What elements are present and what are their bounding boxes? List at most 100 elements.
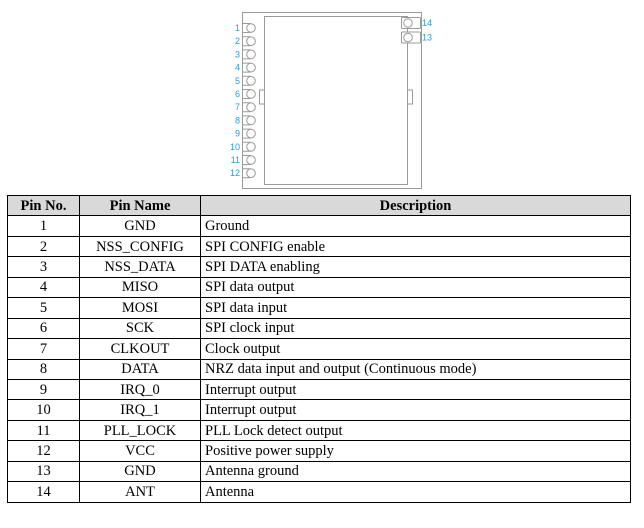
pin-number-cell: 14	[7, 481, 80, 503]
pin-description-cell: Interrupt output	[200, 378, 631, 401]
pin-number-cell: 5	[7, 297, 80, 319]
pin-pad	[246, 155, 256, 165]
pin-pad	[246, 62, 256, 73]
pin-number-cell: 12	[7, 440, 80, 462]
pin-pad	[246, 36, 256, 47]
pin-label: 14	[422, 18, 432, 28]
pin-name-cell: ANT	[79, 481, 201, 503]
pin-description-cell: PLL Lock detect output	[200, 419, 631, 442]
header-pin-no: Pin No.	[7, 194, 80, 217]
pin-label: 5	[235, 76, 240, 86]
pin-name-cell: NSS_DATA	[79, 256, 201, 278]
pin-pad	[246, 76, 256, 86]
pin-pad	[403, 18, 413, 28]
pin-number-cell: 6	[7, 317, 80, 340]
pin-pad	[246, 23, 256, 33]
right-pin: 14	[401, 17, 432, 29]
pin-name-cell: GND	[79, 215, 201, 237]
left-pin: 3	[235, 49, 256, 60]
pin-number-cell: 4	[7, 276, 80, 299]
pin-name-cell: SCK	[79, 317, 201, 340]
pin-description-cell: SPI data input	[200, 297, 631, 319]
pin-label: 12	[230, 168, 240, 178]
pin-description-cell: SPI DATA enabling	[200, 256, 631, 278]
pin-description-cell: Interrupt output	[200, 399, 631, 421]
pin-label: 3	[235, 49, 240, 59]
pin-description-cell: Ground	[200, 215, 631, 237]
pin-label: 10	[230, 142, 240, 152]
pin-number-cell: 1	[7, 215, 80, 237]
pin-pad	[246, 142, 256, 152]
pin-pad	[246, 89, 256, 99]
left-pin: 4	[235, 62, 256, 73]
pin-name-cell: DATA	[79, 358, 201, 380]
pin-label: 4	[235, 63, 240, 73]
pin-pad	[246, 115, 256, 126]
left-pin: 9	[235, 128, 256, 139]
pin-name-cell: GND	[79, 460, 201, 483]
left-pin: 12	[230, 168, 256, 179]
pin-description-cell: Positive power supply	[200, 440, 631, 462]
left-pin: 6	[235, 89, 256, 99]
pin-name-cell: MOSI	[79, 297, 201, 319]
left-pin: 7	[235, 102, 256, 113]
left-pin: 1	[235, 23, 256, 33]
left-side-notch	[259, 89, 265, 105]
pin-label: 13	[422, 33, 432, 43]
pin-number-cell: 3	[7, 256, 80, 278]
pin-name-cell: CLKOUT	[79, 338, 201, 360]
left-pin: 11	[231, 155, 256, 165]
pin-name-cell: MISO	[79, 276, 201, 299]
pin-number-cell: 8	[7, 358, 80, 380]
pin-label: 8	[235, 115, 240, 125]
pin-description-cell: SPI CONFIG enable	[200, 235, 631, 258]
pin-description-cell: Clock output	[200, 338, 631, 360]
pin-label: 7	[235, 102, 240, 112]
pin-label: 6	[235, 89, 240, 99]
pin-description-cell: SPI clock input	[200, 317, 631, 340]
pin-pad	[246, 49, 256, 60]
left-pin: 8	[235, 115, 256, 126]
right-side-notch	[407, 89, 413, 105]
pin-number-cell: 10	[7, 399, 80, 421]
pin-name-cell: VCC	[79, 440, 201, 462]
pin-label: 9	[235, 129, 240, 139]
pin-label: 2	[235, 36, 240, 46]
pin-number-cell: 13	[7, 460, 80, 483]
pin-number-cell: 9	[7, 378, 80, 401]
header-description: Description	[200, 194, 631, 217]
left-pin: 10	[230, 141, 256, 152]
header-pin-name: Pin Name	[79, 194, 201, 217]
pin-pad	[246, 168, 256, 178]
pin-number-cell: 2	[7, 235, 80, 258]
pin-description-cell: NRZ data input and output (Continuous mo…	[200, 358, 631, 380]
pin-pad	[403, 32, 413, 43]
pin-description-cell: SPI data output	[200, 276, 631, 299]
shield-can	[264, 16, 408, 185]
pin-pad	[246, 128, 256, 139]
pin-name-cell: NSS_CONFIG	[79, 235, 201, 258]
table-header-row: Pin No. Pin Name Description	[7, 194, 631, 217]
pin-pad	[246, 102, 256, 112]
pin-name-cell: PLL_LOCK	[79, 419, 201, 442]
right-pin: 13	[401, 31, 432, 44]
pin-name-cell: IRQ_0	[79, 378, 201, 401]
pin-label: 1	[235, 23, 240, 33]
left-pin: 2	[235, 36, 256, 47]
pin-label: 11	[231, 155, 240, 165]
left-pin: 5	[235, 75, 256, 86]
